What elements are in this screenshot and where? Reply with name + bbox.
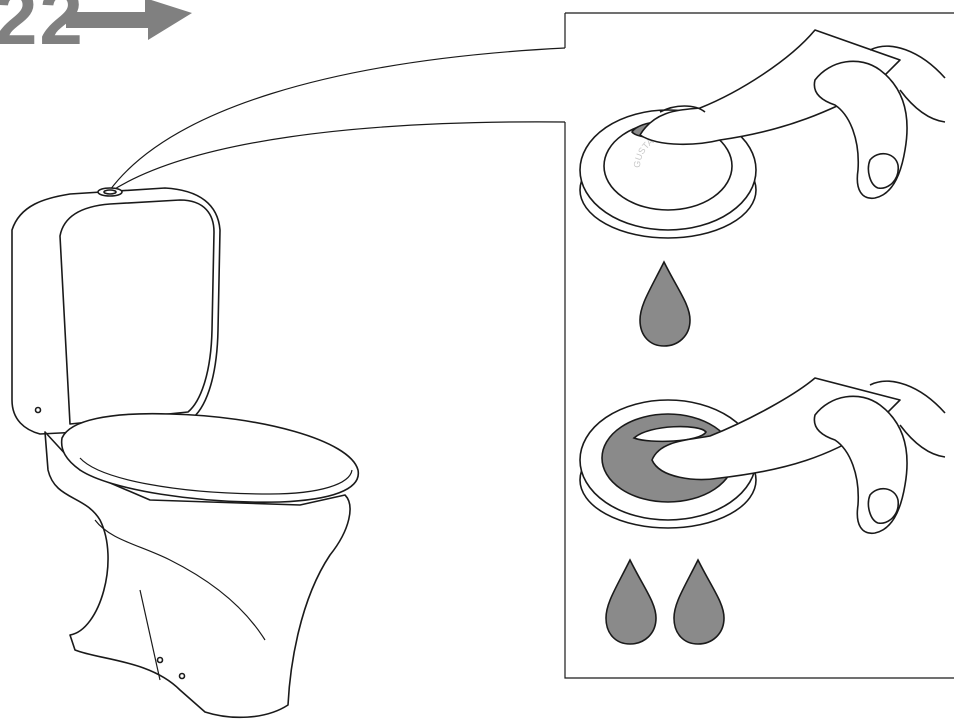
full-flush-panel bbox=[580, 378, 945, 644]
water-drop-icon bbox=[606, 560, 656, 644]
water-drop-icon bbox=[674, 560, 724, 644]
toilet-illustration bbox=[12, 188, 358, 717]
step-arrow-icon bbox=[66, 0, 192, 40]
half-flush-panel: GUSTAVSBERG bbox=[580, 30, 945, 346]
water-drop-icon bbox=[640, 262, 690, 346]
cistern-hole bbox=[36, 408, 41, 413]
callout-connector bbox=[110, 48, 565, 190]
cistern bbox=[12, 188, 220, 434]
